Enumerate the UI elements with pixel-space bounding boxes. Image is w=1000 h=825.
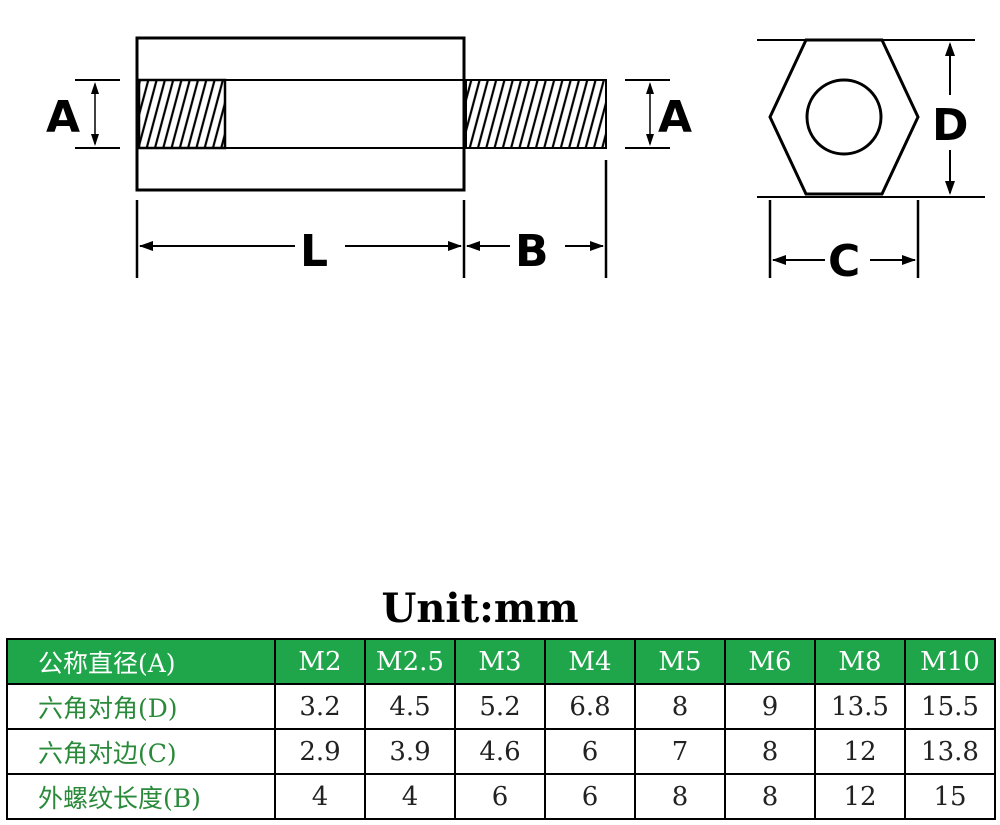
size-cell: M10: [904, 638, 996, 685]
value-cell: 15: [904, 773, 996, 820]
dim-d: [757, 39, 985, 198]
value-cell: 4: [364, 773, 456, 820]
dim-a-left: [75, 79, 120, 149]
value-cell: 13.5: [814, 683, 906, 730]
value-cell: 4: [274, 773, 366, 820]
dim-a-left-label: A: [46, 92, 80, 143]
value-cell: 15.5: [904, 683, 996, 730]
size-cell: M2.5: [364, 638, 456, 685]
dim-d-label: D: [932, 100, 969, 151]
dim-a-right-label: A: [658, 92, 692, 143]
value-cell: 7: [634, 728, 726, 775]
value-cell: 6: [454, 773, 546, 820]
table-row: 六角对角(D) 3.2 4.5 5.2 6.8 8 9 13.5 15.5: [6, 683, 996, 730]
header-label: 公称直径(A): [6, 638, 276, 685]
size-cell: M8: [814, 638, 906, 685]
value-cell: 8: [724, 773, 816, 820]
table-row: 六角对边(C) 2.9 3.9 4.6 6 7 8 12 13.8: [6, 728, 996, 775]
spec-table: 公称直径(A) M2 M2.5 M3 M4 M5 M6 M8 M10 六角对角(…: [6, 638, 996, 820]
value-cell: 4.5: [364, 683, 456, 730]
value-cell: 12: [814, 728, 906, 775]
table-row: 外螺纹长度(B) 4 4 6 6 8 8 12 15: [6, 773, 996, 820]
value-cell: 6: [544, 773, 636, 820]
row-label: 外螺纹长度(B): [6, 773, 276, 820]
value-cell: 5.2: [454, 683, 546, 730]
dim-c-label: C: [828, 236, 860, 287]
value-cell: 3.2: [274, 683, 366, 730]
size-cell: M6: [724, 638, 816, 685]
standoff-body: [135, 36, 466, 192]
unit-label: Unit:mm: [381, 585, 579, 632]
value-cell: 12: [814, 773, 906, 820]
row-label: 六角对边(C): [6, 728, 276, 775]
dim-a-right: [625, 79, 670, 149]
standoff-drawing: A A L B D: [46, 36, 985, 287]
value-cell: 8: [634, 683, 726, 730]
value-cell: 2.9: [274, 728, 366, 775]
value-cell: 6.8: [544, 683, 636, 730]
external-thread: [465, 79, 607, 149]
value-cell: 8: [634, 773, 726, 820]
dim-c: [768, 200, 920, 278]
table-header-row: 公称直径(A) M2 M2.5 M3 M4 M5 M6 M8 M10: [6, 638, 996, 685]
row-label: 六角对角(D): [6, 683, 276, 730]
hex-end-view: [768, 38, 920, 196]
dim-l-label: L: [300, 226, 328, 277]
value-cell: 13.8: [904, 728, 996, 775]
value-cell: 3.9: [364, 728, 456, 775]
dim-b-label: B: [515, 226, 549, 277]
size-cell: M2: [274, 638, 366, 685]
value-cell: 9: [724, 683, 816, 730]
size-cell: M4: [544, 638, 636, 685]
value-cell: 6: [544, 728, 636, 775]
dim-l-b: [135, 160, 608, 278]
size-cell: M5: [634, 638, 726, 685]
value-cell: 8: [724, 728, 816, 775]
size-cell: M3: [454, 638, 546, 685]
value-cell: 4.6: [454, 728, 546, 775]
internal-thread: [137, 78, 227, 150]
